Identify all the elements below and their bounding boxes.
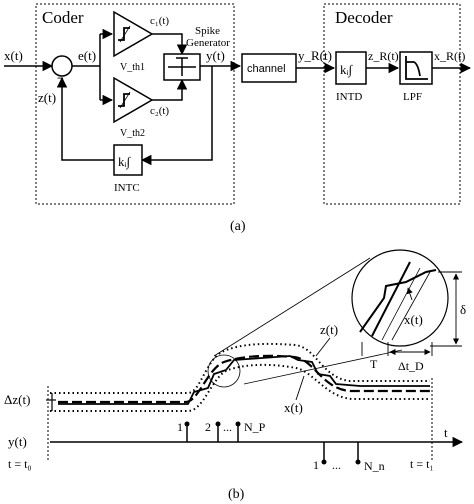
positive-spikes: 1 2 ... N_P bbox=[177, 420, 266, 442]
zoom-xt-label: x(t) bbox=[404, 312, 423, 327]
zoom-source-circle bbox=[207, 354, 241, 388]
waveform-diagram: Δz(t) z(t) x(t) x(t) δ T Δt_D y(t) bbox=[4, 249, 466, 502]
pos-spike-1-head bbox=[184, 421, 190, 427]
neg-spike-N-head bbox=[355, 459, 361, 465]
xr-label: x_R(t) bbox=[434, 49, 465, 63]
c1-path bbox=[152, 33, 188, 56]
pos-spike-N-label: N_P bbox=[244, 420, 266, 434]
decoder-title: Decoder bbox=[335, 8, 393, 27]
neg-spike-N-label: N_n bbox=[364, 459, 385, 473]
zt-pointer bbox=[315, 337, 331, 357]
t1-label: t = t₁ bbox=[410, 457, 434, 471]
signal-xt bbox=[58, 354, 430, 404]
intc-label: INTC bbox=[114, 182, 140, 194]
pos-spike-1-label: 1 bbox=[177, 420, 183, 434]
channel-box bbox=[241, 53, 297, 83]
delta-z-label: Δz(t) bbox=[4, 392, 30, 407]
zoom-xt-line bbox=[371, 261, 411, 337]
spike-gen-label-2: Generator bbox=[186, 37, 230, 49]
input-label: x(t) bbox=[4, 48, 23, 63]
pos-spike-N-head bbox=[235, 421, 241, 427]
comparator-2 bbox=[113, 76, 154, 124]
zt-curve-label: z(t) bbox=[320, 322, 338, 337]
feedback-to-intc bbox=[140, 66, 213, 166]
caption-a: (a) bbox=[230, 219, 246, 234]
negative-spikes: 1 ... N_n bbox=[313, 442, 385, 473]
caption-b: (b) bbox=[228, 487, 245, 502]
t-period-label: T bbox=[370, 357, 378, 371]
zoom-band-upper bbox=[381, 267, 421, 341]
zoom-band-lower bbox=[391, 271, 431, 341]
coder-title: Coder bbox=[42, 8, 84, 27]
intd-symbol: kᵢ∫ bbox=[340, 62, 354, 78]
zoom-line-lower bbox=[243, 349, 403, 385]
neg-spike-dots-label: ... bbox=[332, 458, 341, 472]
delta-label: δ bbox=[460, 302, 466, 317]
yt-label: y(t) bbox=[206, 48, 225, 63]
yt-axis-label: y(t) bbox=[8, 434, 27, 449]
spike-generator-icon bbox=[168, 57, 196, 76]
pos-spike-2-head bbox=[215, 421, 221, 427]
t-axis-label: t bbox=[444, 425, 448, 440]
feedback-label: z(t) bbox=[38, 90, 56, 105]
xt-pointer bbox=[295, 375, 305, 401]
intc-box bbox=[113, 144, 143, 176]
comparator-2-diag bbox=[119, 91, 131, 109]
channel-label: channel bbox=[247, 63, 286, 75]
comparator-1 bbox=[113, 10, 154, 58]
zr-label: z_R(t) bbox=[368, 49, 399, 63]
block-diagram: Coder Decoder x(t) − e(t) V_th1 V_th2 c₁… bbox=[4, 3, 472, 234]
zoom-detail-circle bbox=[351, 249, 449, 347]
comparator-1-diag bbox=[119, 25, 131, 43]
vth2-label: V_th2 bbox=[120, 128, 145, 139]
intd-label: INTD bbox=[336, 91, 362, 103]
t0-label: t = t₀ bbox=[8, 457, 32, 471]
vth1-label: V_th1 bbox=[120, 62, 145, 73]
xt-curve-label: x(t) bbox=[284, 400, 303, 415]
c2-path bbox=[152, 78, 188, 101]
feedback-to-sum bbox=[56, 76, 114, 161]
c1-label: c₁(t) bbox=[150, 15, 169, 27]
lpf-label: LPF bbox=[403, 91, 422, 103]
yr-label: y_R(t) bbox=[298, 48, 332, 63]
c2-label: c₂(t) bbox=[150, 105, 169, 117]
pos-spike-dots-label: ... bbox=[223, 420, 232, 434]
zoom-detail-content: x(t) bbox=[359, 261, 437, 341]
lpf-response-icon bbox=[405, 56, 428, 80]
delta-td-label: Δt_D bbox=[398, 359, 424, 373]
neg-spike-1-head bbox=[321, 459, 327, 465]
pos-spike-2-label: 2 bbox=[205, 420, 211, 434]
zoom-zt-step bbox=[359, 269, 437, 333]
zoom-line-upper bbox=[213, 257, 371, 357]
error-label: e(t) bbox=[78, 48, 96, 63]
zoom-arrow bbox=[406, 287, 413, 301]
sum-minus: − bbox=[57, 71, 64, 85]
intc-symbol: kᵢ∫ bbox=[118, 154, 132, 170]
decoder-frame bbox=[323, 3, 461, 205]
signal-zt bbox=[58, 355, 430, 405]
neg-spike-1-label: 1 bbox=[313, 458, 319, 472]
coder-frame bbox=[35, 3, 235, 205]
spike-gen-label-1: Spike bbox=[195, 25, 220, 37]
